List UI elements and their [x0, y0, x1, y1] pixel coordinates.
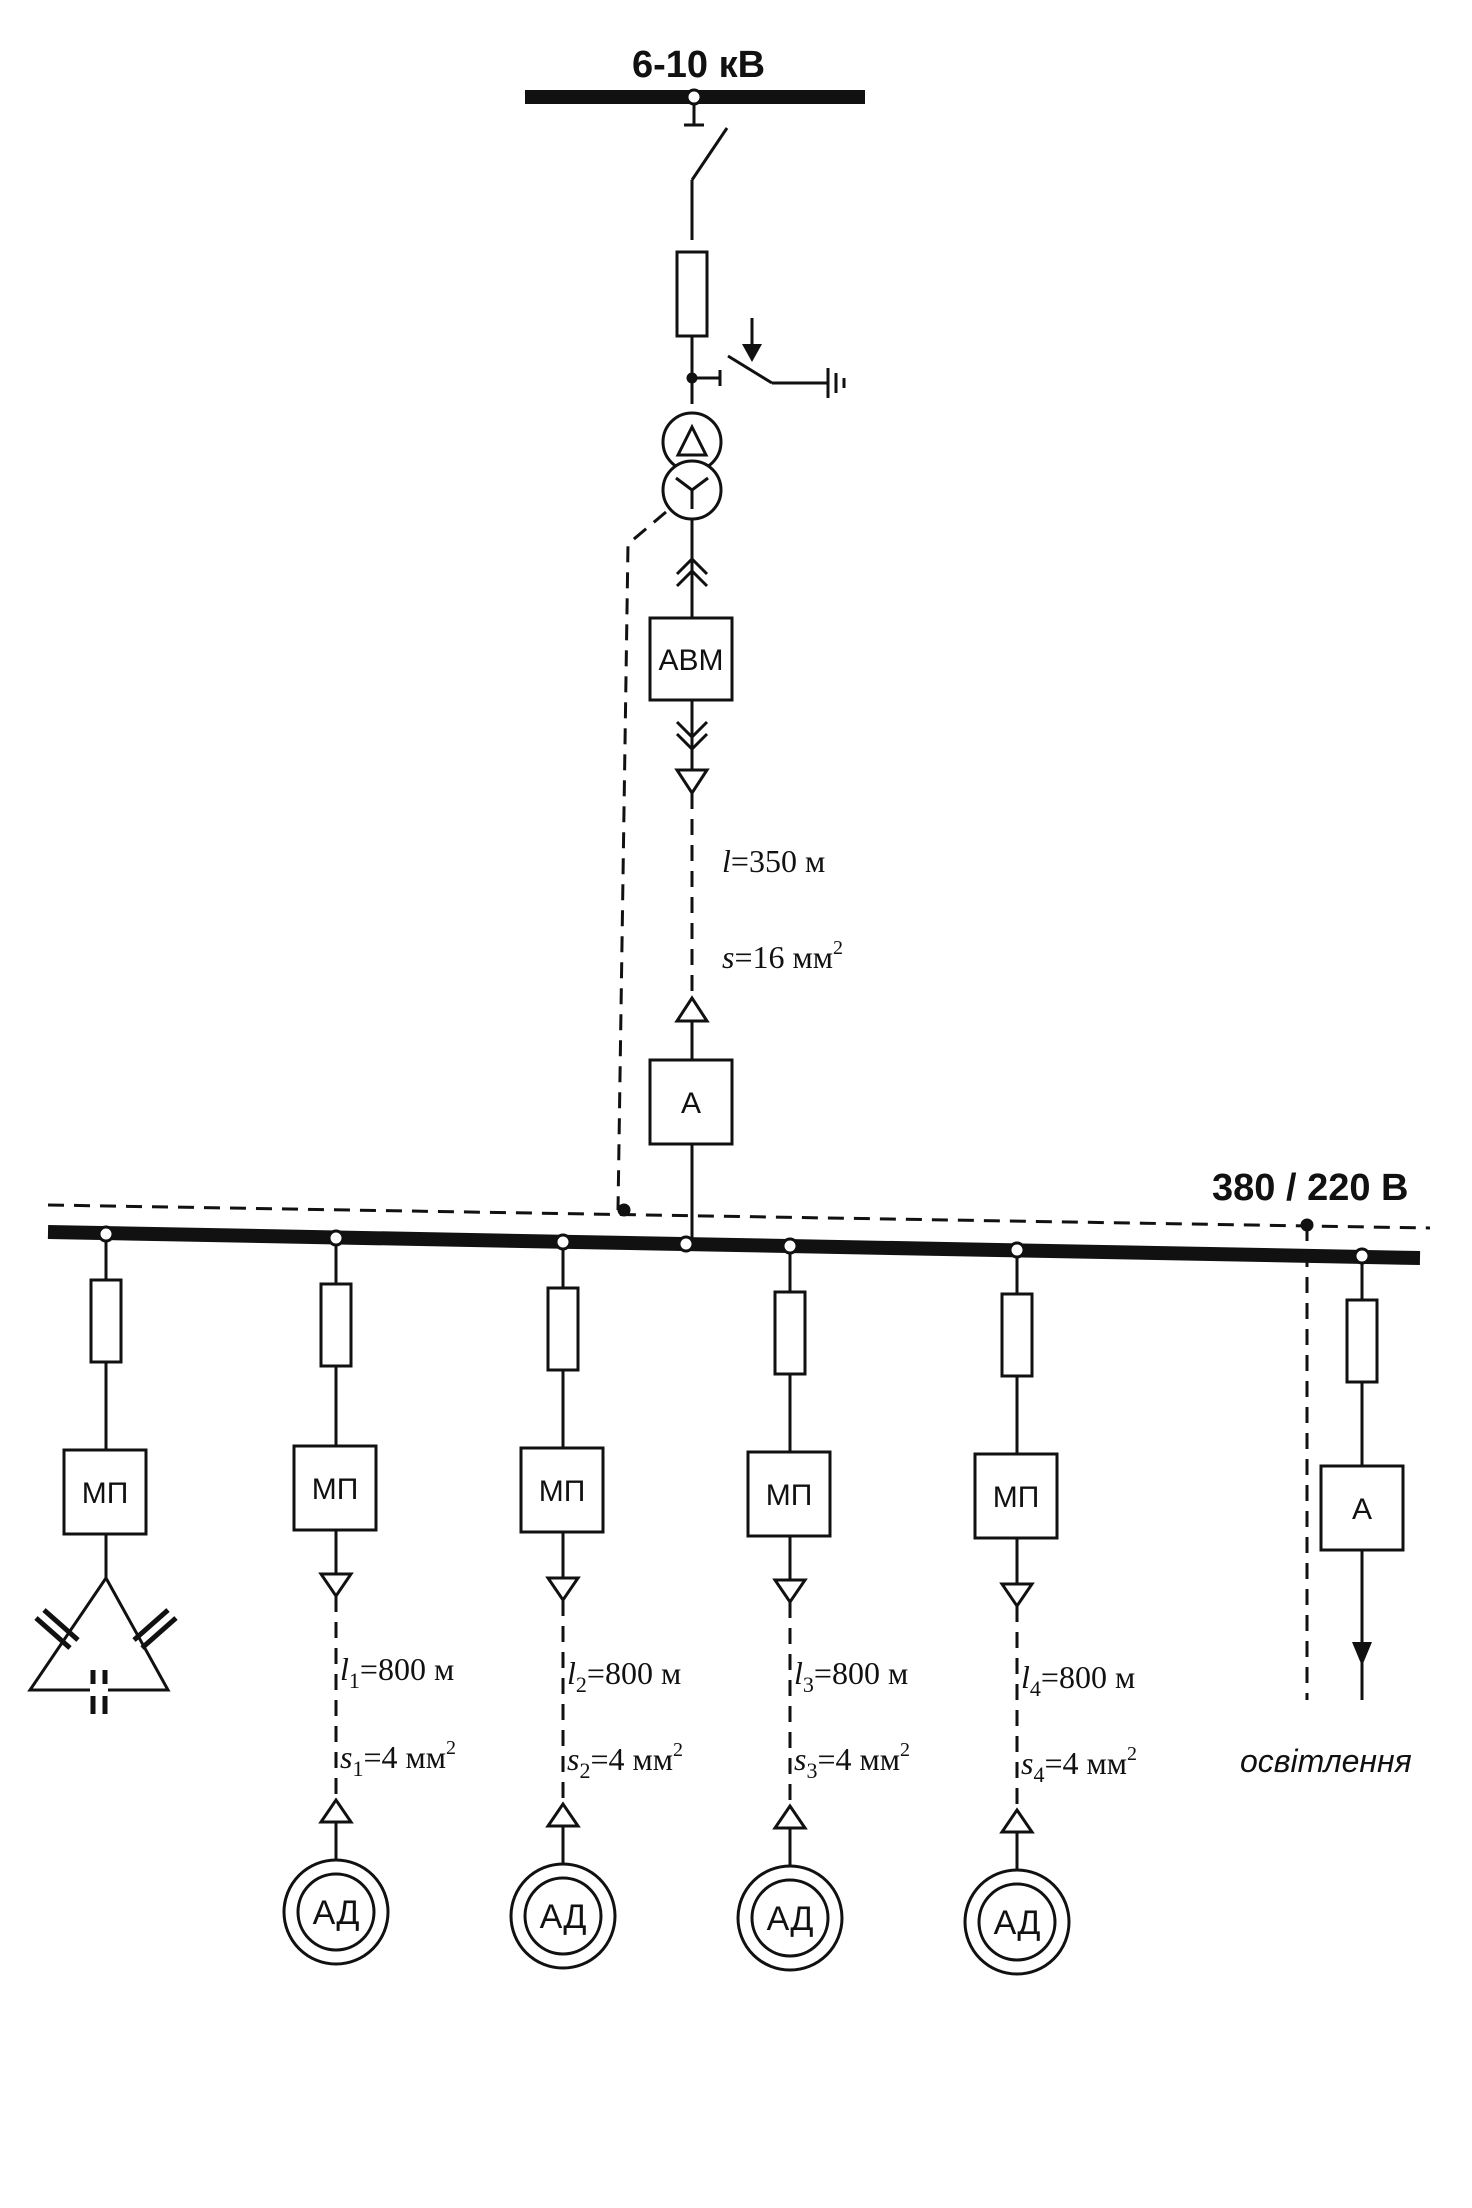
motor-4-fuse-icon [1000, 1292, 1034, 1378]
withdrawable-contact-upper-icon [675, 556, 709, 588]
motor-1-fuse-icon [319, 1282, 353, 1368]
motor-4-starter-box [973, 1452, 1059, 1540]
lighting-switch-box [1319, 1464, 1405, 1552]
motor-1-section-label: s1=4 мм2 [340, 1737, 456, 1781]
motor-branch-2: МП l2=800 м s2=4 мм2 АД [509, 1233, 683, 1970]
motor-2-starter-box [519, 1446, 605, 1534]
lighting-switch-label: А [1352, 1493, 1372, 1526]
main-switch-label: А [681, 1087, 701, 1120]
main-switch-box [648, 1058, 734, 1146]
disconnector-icon [684, 104, 729, 240]
motor-2-length-label: l2=800 м [567, 1655, 681, 1697]
capacitor-fuse-icon [89, 1278, 123, 1364]
cable-end-lower-icon [674, 995, 710, 1023]
hv-fuse-icon [675, 250, 709, 338]
capacitor-bank-icon [27, 1575, 178, 1714]
main-cable-length-label: l=350 м [722, 843, 825, 879]
motor-3-label: АД [767, 1900, 814, 1938]
motor-1-starter-label: МП [312, 1473, 359, 1506]
lighting-load-label: освітлення [1240, 1743, 1412, 1779]
motor-branch-3: МП l3=800 м s3=4 мм2 АД [736, 1237, 910, 1972]
motor-4-length-label: l4=800 м [1021, 1659, 1135, 1701]
motor-2-label: АД [540, 1898, 587, 1936]
main-breaker-box [648, 616, 734, 702]
lv-busbar [47, 1225, 1421, 1265]
hv-bus-node [685, 88, 703, 106]
motor-branch-1: МП l1=800 м s1=4 мм2 АД [282, 1229, 456, 1966]
earthing-switch-icon [686, 318, 846, 398]
motor-3-fuse-icon [773, 1290, 807, 1376]
motor-4-starter-label: МП [993, 1481, 1040, 1514]
lighting-branch: А освітлення [1240, 1218, 1412, 1779]
motor-2-section-label: s2=4 мм2 [567, 1739, 683, 1783]
motor-4-section-label: s4=4 мм2 [1021, 1743, 1137, 1787]
hv-bus-voltage-label: 6-10 кВ [632, 44, 765, 86]
motor-3-section-label: s3=4 мм2 [794, 1739, 910, 1783]
motor-4-label: АД [994, 1904, 1041, 1942]
capacitor-starter-box [62, 1448, 148, 1536]
motor-1-length-label: l1=800 м [340, 1651, 454, 1693]
capacitor-branch: МП [27, 1225, 178, 1714]
cable-end-upper-icon [674, 768, 710, 796]
motor-3-starter-label: МП [766, 1479, 813, 1512]
transformer-icon [661, 411, 723, 521]
motor-2-fuse-icon [546, 1286, 580, 1372]
motor-3-length-label: l3=800 м [794, 1655, 908, 1697]
lighting-load-arrow-icon [1352, 1642, 1372, 1666]
lv-neutral-line [47, 1203, 1431, 1230]
motor-1-starter-box [292, 1444, 378, 1532]
lv-bus-voltage-label: 380 / 220 В [1212, 1167, 1408, 1209]
main-cable-section-label: s=16 мм2 [722, 937, 843, 975]
motor-branch-4: МП l4=800 м s4=4 мм2 АД [963, 1241, 1137, 1976]
withdrawable-contact-lower-icon [675, 720, 709, 752]
main-breaker-label: АВМ [658, 644, 723, 677]
motor-1-label: АД [313, 1894, 360, 1932]
motor-2-starter-label: МП [539, 1475, 586, 1508]
lighting-fuse-icon [1345, 1298, 1379, 1384]
capacitor-starter-label: МП [82, 1477, 129, 1510]
